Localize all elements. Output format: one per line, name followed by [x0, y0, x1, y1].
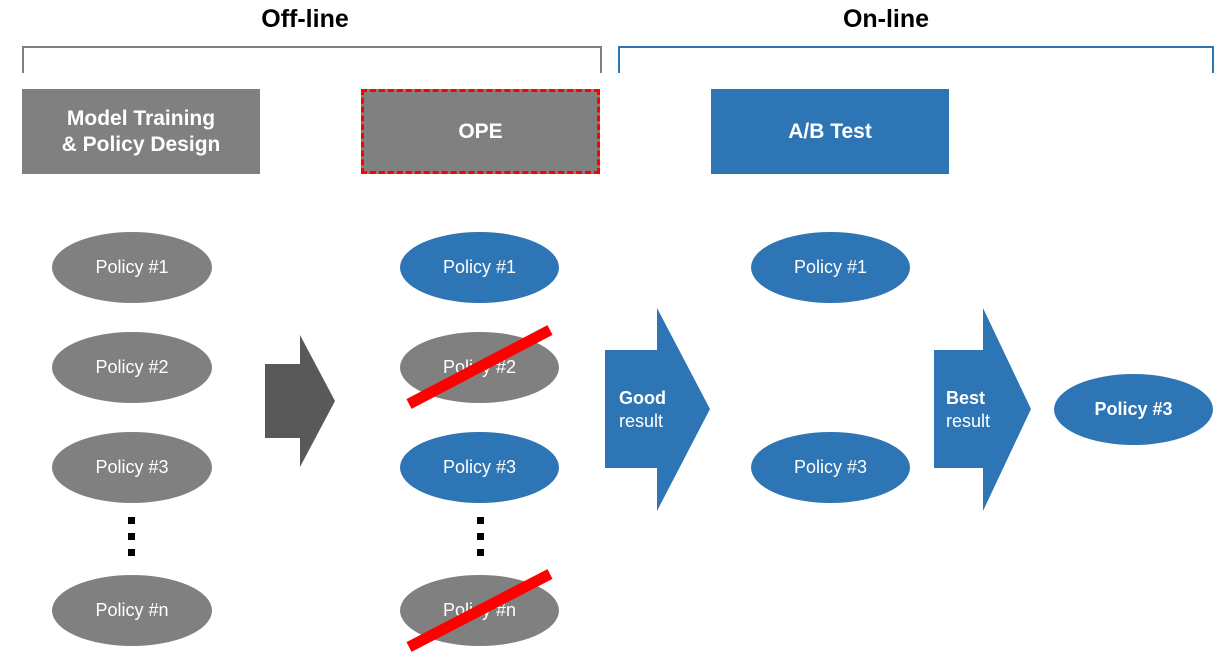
training-policy-2: Policy #2: [52, 332, 212, 403]
online-heading: On-line: [842, 5, 930, 33]
best-result-label-rest: result: [946, 411, 991, 431]
online-bracket: [618, 46, 1214, 73]
ab-test-stage-box: A/B Test: [711, 89, 949, 174]
training-policy-n: Policy #n: [52, 575, 212, 646]
ope-policy-3: Policy #3: [400, 432, 559, 503]
ope-policy-1: Policy #1: [400, 232, 559, 303]
ab-test-stage-label: A/B Test: [788, 119, 872, 143]
training-policy-3: Policy #3: [52, 432, 212, 503]
transition-arrow: [265, 335, 335, 467]
good-result-label-rest: result: [619, 411, 664, 431]
good-result-label-bold: Good: [619, 388, 666, 408]
ope-stage-box: OPE: [361, 89, 600, 174]
training-stage-box: Model Training & Policy Design: [22, 89, 260, 174]
good-result-arrow: [605, 308, 710, 511]
reject-policy-n-mark: [406, 569, 553, 652]
final-policy: Policy #3: [1054, 374, 1213, 445]
training-ellipsis-dots: [128, 517, 136, 565]
offline-heading: Off-line: [261, 5, 349, 33]
best-result-label: Best result: [946, 387, 990, 433]
reject-policy-2-mark: [406, 325, 553, 409]
best-result-label-bold: Best: [946, 388, 986, 408]
offline-bracket: [22, 46, 602, 73]
ab-test-policy-3: Policy #3: [751, 432, 910, 503]
training-policy-1: Policy #1: [52, 232, 212, 303]
ope-ellipsis-dots: [477, 517, 485, 565]
ope-stage-label: OPE: [458, 119, 503, 143]
best-result-arrow: [934, 308, 1031, 511]
training-stage-line-1: Model Training: [66, 106, 216, 130]
good-result-label: Good result: [619, 387, 666, 433]
training-stage-line-2: & Policy Design: [61, 132, 221, 156]
ab-test-policy-1: Policy #1: [751, 232, 910, 303]
